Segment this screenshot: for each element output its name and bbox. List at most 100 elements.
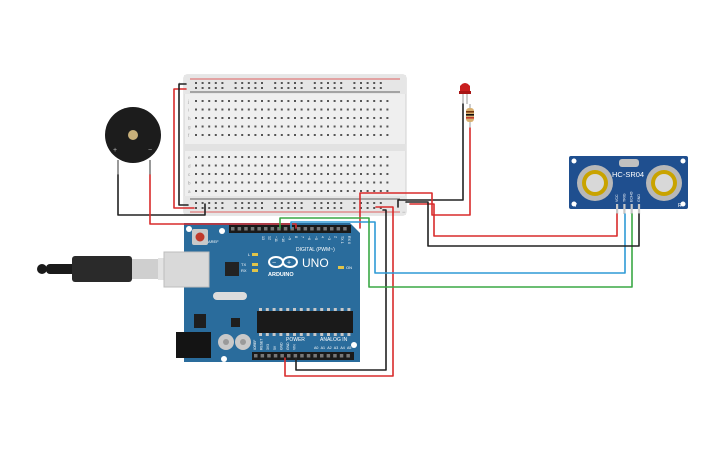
breadboard-hole[interactable] [287,156,290,158]
breadboard-hole[interactable] [234,100,237,102]
breadboard-hole[interactable] [294,202,296,204]
breadboard-hole[interactable] [346,117,349,119]
buzzer[interactable]: + − [105,107,161,175]
breadboard-hole[interactable] [366,82,369,84]
breadboard-hole[interactable] [379,173,382,175]
breadboard-hole[interactable] [353,181,356,184]
breadboard-hole[interactable] [254,100,257,102]
breadboard-hole[interactable] [346,173,349,175]
breadboard-hole[interactable] [313,108,316,111]
breadboard-hole[interactable] [234,108,237,111]
power-pin-hole[interactable] [339,354,344,358]
breadboard-hole[interactable] [353,156,356,158]
breadboard-hole[interactable] [373,181,376,184]
breadboard-hole[interactable] [333,108,336,111]
breadboard-hole[interactable] [254,87,257,89]
breadboard-hole[interactable] [208,87,211,89]
breadboard-hole[interactable] [280,82,283,84]
breadboard-hole[interactable] [379,117,382,119]
breadboard-hole[interactable] [274,134,277,136]
breadboard-hole[interactable] [241,100,244,102]
digital-pin-hole[interactable] [297,227,301,231]
breadboard-hole[interactable] [201,181,204,184]
breadboard-hole[interactable] [254,181,257,184]
breadboard-hole[interactable] [208,125,211,128]
breadboard-hole[interactable] [320,173,323,175]
breadboard-hole[interactable] [195,173,197,175]
breadboard-hole[interactable] [267,125,270,128]
breadboard-hole[interactable] [379,100,382,102]
breadboard-hole[interactable] [280,202,283,204]
breadboard-hole[interactable] [208,190,211,192]
breadboard-hole[interactable] [360,134,362,136]
breadboard-hole[interactable] [313,134,316,136]
breadboard-hole[interactable] [379,82,382,84]
digital-pin-hole[interactable] [244,227,248,231]
digital-pin-hole[interactable] [330,227,334,231]
breadboard-hole[interactable] [333,134,336,136]
breadboard-hole[interactable] [234,156,237,158]
breadboard-hole[interactable] [195,125,197,128]
breadboard-hole[interactable] [366,181,369,184]
power-pin-hole[interactable] [260,354,265,358]
breadboard-hole[interactable] [346,181,349,184]
breadboard-hole[interactable] [287,207,290,209]
breadboard-hole[interactable] [386,108,389,111]
breadboard-hole[interactable] [221,125,224,128]
breadboard-hole[interactable] [214,82,217,84]
breadboard-hole[interactable] [221,202,224,204]
breadboard-hole[interactable] [267,173,270,175]
breadboard-hole[interactable] [379,181,382,184]
breadboard-hole[interactable] [274,100,277,102]
digital-pin-hole[interactable] [257,227,261,231]
power-pin-hole[interactable] [267,354,271,358]
breadboard-hole[interactable] [313,117,316,119]
breadboard-hole[interactable] [214,87,217,89]
breadboard-hole[interactable] [241,181,244,184]
breadboard-hole[interactable] [379,87,382,89]
breadboard-hole[interactable] [360,164,362,167]
breadboard-hole[interactable] [294,100,296,102]
breadboard-hole[interactable] [333,207,336,209]
breadboard-hole[interactable] [261,202,263,204]
breadboard-hole[interactable] [353,173,356,175]
breadboard-hole[interactable] [307,190,310,192]
breadboard-hole[interactable] [346,156,349,158]
breadboard-hole[interactable] [247,125,250,128]
breadboard-hole[interactable] [320,156,323,158]
breadboard-hole[interactable] [267,156,270,158]
breadboard-hole[interactable] [208,156,211,158]
breadboard-hole[interactable] [333,87,336,89]
breadboard-hole[interactable] [214,117,217,119]
breadboard-hole[interactable] [267,190,270,192]
breadboard-hole[interactable] [221,82,224,84]
breadboard-hole[interactable] [379,134,382,136]
breadboard-hole[interactable] [294,87,296,89]
breadboard-hole[interactable] [294,82,296,84]
breadboard-hole[interactable] [300,156,303,158]
breadboard-hole[interactable] [234,207,237,209]
breadboard-hole[interactable] [247,100,250,102]
breadboard-hole[interactable] [267,134,270,136]
breadboard-hole[interactable] [247,108,250,111]
breadboard-hole[interactable] [320,190,323,192]
breadboard-hole[interactable] [360,190,362,192]
breadboard-hole[interactable] [280,173,283,175]
breadboard-hole[interactable] [320,108,323,111]
breadboard-hole[interactable] [228,125,230,128]
breadboard-hole[interactable] [366,134,369,136]
breadboard-hole[interactable] [360,100,362,102]
breadboard-hole[interactable] [360,108,362,111]
breadboard-hole[interactable] [234,134,237,136]
breadboard-hole[interactable] [261,108,263,111]
breadboard-hole[interactable] [320,202,323,204]
breadboard-hole[interactable] [195,190,197,192]
breadboard-hole[interactable] [247,207,250,209]
breadboard-hole[interactable] [221,108,224,111]
breadboard-hole[interactable] [300,117,303,119]
sensor-pin[interactable] [623,204,626,214]
breadboard-hole[interactable] [307,173,310,175]
breadboard-hole[interactable] [333,181,336,184]
breadboard-hole[interactable] [353,125,356,128]
breadboard-hole[interactable] [201,117,204,119]
